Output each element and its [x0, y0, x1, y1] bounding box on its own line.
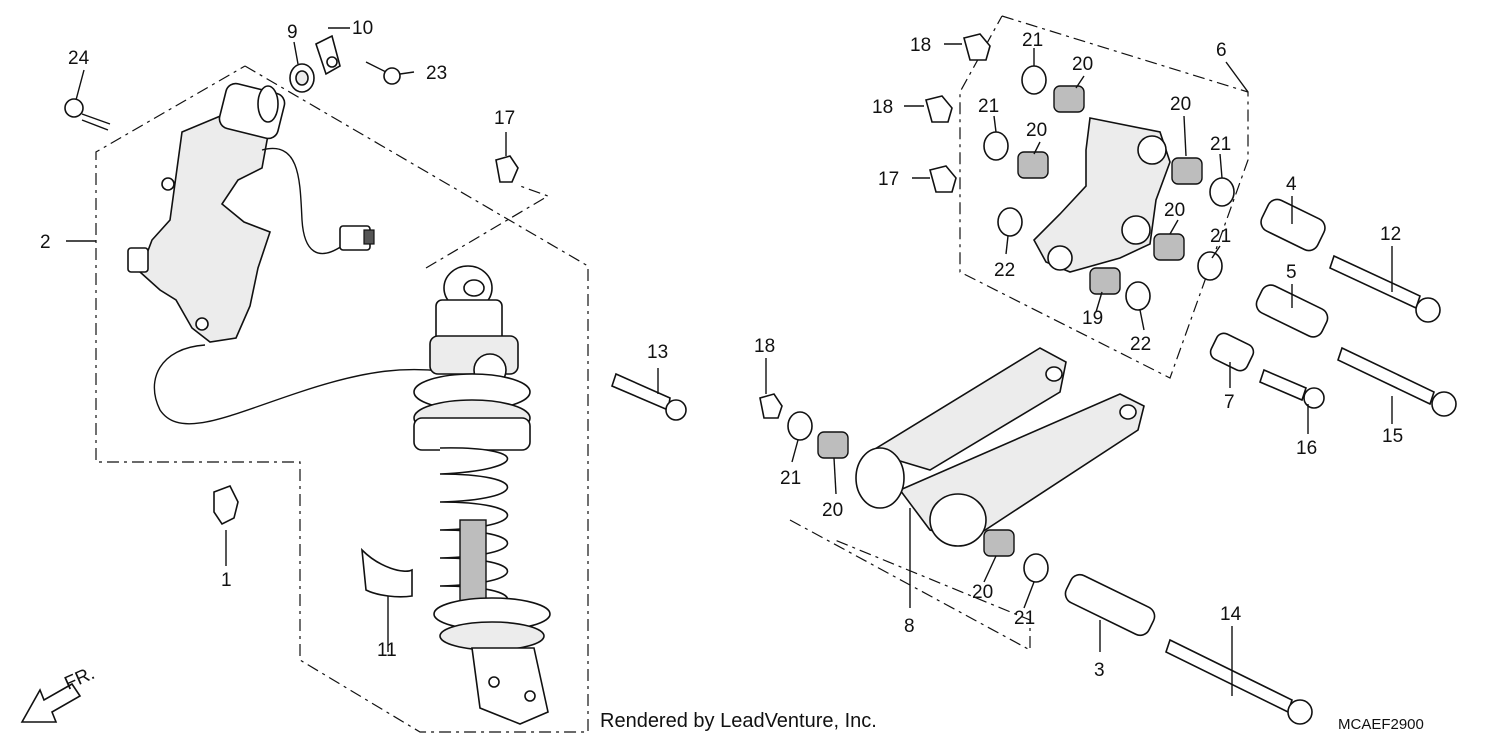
callout-21-a: 21 — [1022, 30, 1043, 51]
callout-11: 11 — [377, 640, 397, 661]
callout-16: 16 — [1296, 438, 1317, 459]
callout-12: 12 — [1380, 224, 1401, 245]
rear-shock-absorber — [413, 265, 551, 725]
front-direction-arrow-icon — [20, 682, 82, 723]
part-13-bolt — [611, 372, 687, 421]
callout-17-link: 17 — [878, 169, 899, 190]
callout-9: 9 — [287, 22, 298, 43]
callout-14: 14 — [1220, 604, 1242, 625]
part-23-bolt — [365, 61, 401, 85]
callout-21-d: 21 — [1210, 226, 1231, 247]
callout-23: 23 — [426, 63, 447, 84]
callout-24: 24 — [68, 48, 90, 69]
collars-4-5-7 — [1209, 198, 1329, 372]
nuts-18-17-link — [925, 33, 991, 193]
group-outline-shock — [95, 65, 589, 733]
callout-8: 8 — [904, 616, 915, 637]
cushion-arm-assembly — [1033, 117, 1171, 273]
callout-19: 19 — [1082, 308, 1103, 329]
callout-20-c: 20 — [1170, 94, 1191, 115]
connecting-rod-assembly — [759, 347, 1313, 725]
part-11-cover — [360, 547, 413, 598]
callout-4: 4 — [1286, 174, 1297, 195]
callout-6: 6 — [1216, 40, 1227, 61]
callout-22-a: 22 — [994, 260, 1015, 281]
callout-20-a: 20 — [1072, 54, 1093, 75]
part-9-collar — [289, 63, 315, 93]
bolts-12-15-16 — [1259, 254, 1457, 417]
bearings-and-seals-link — [983, 65, 1235, 311]
callout-20-b: 20 — [1026, 120, 1047, 141]
callout-18-rod: 18 — [754, 336, 775, 357]
callout-3: 3 — [1094, 660, 1105, 681]
callout-20-f: 20 — [972, 582, 993, 603]
callout-18-middle: 18 — [872, 97, 893, 118]
part-1-clip — [213, 484, 239, 526]
callout-20-e: 20 — [822, 500, 843, 521]
callout-7: 7 — [1224, 392, 1235, 413]
callout-2: 2 — [40, 232, 51, 253]
group-outline-rod-top — [425, 185, 550, 269]
callout-15: 15 — [1382, 426, 1403, 447]
callout-17-shock: 17 — [494, 108, 515, 129]
callout-13: 13 — [647, 342, 668, 363]
callout-22-b: 22 — [1130, 334, 1151, 355]
part-17-nut-left — [495, 155, 519, 183]
part-24-bolt — [64, 98, 111, 131]
callout-21-b: 21 — [978, 96, 999, 117]
callout-labels: 1 2 3 4 5 6 7 8 9 10 11 12 13 14 15 16 1… — [40, 18, 1403, 681]
callout-1: 1 — [221, 570, 232, 591]
leader-lines — [66, 27, 1393, 696]
callout-5: 5 — [1286, 262, 1297, 283]
callout-18-top: 18 — [910, 35, 931, 56]
callout-21-e: 21 — [780, 468, 801, 489]
drawing-code: MCAEF2900 — [1338, 716, 1424, 733]
callout-10: 10 — [352, 18, 373, 39]
part-10-clamp — [315, 34, 341, 76]
damper-control-unit — [127, 82, 471, 425]
callout-20-d: 20 — [1164, 200, 1185, 221]
credit-text: Rendered by LeadVenture, Inc. — [600, 710, 877, 732]
front-marker: FR. — [61, 663, 98, 695]
callout-21-c: 21 — [1210, 134, 1231, 155]
callout-21-f: 21 — [1014, 608, 1035, 629]
